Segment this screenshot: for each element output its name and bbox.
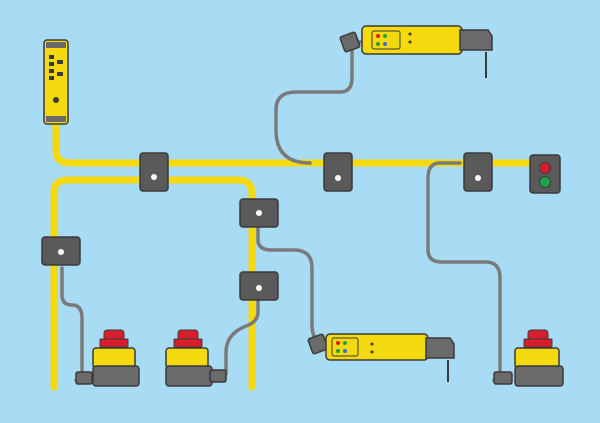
emergency-stop-1: [75, 329, 140, 387]
tee-connector-5: [239, 198, 279, 228]
bus-cable-main: [52, 118, 534, 167]
tee-connectors: [41, 152, 493, 301]
emergency-stop-2: [165, 329, 227, 387]
drop-cable-estop-1: [60, 266, 84, 382]
emergency-stop-3: [493, 329, 564, 387]
green-button-icon: [539, 176, 551, 188]
door-interlock-switch-top: [339, 25, 493, 78]
drop-cable-bottom-switch: [256, 225, 324, 344]
drop-cables: [60, 40, 502, 382]
tee-connector-1: [139, 152, 169, 192]
door-interlock-switch-bottom: [307, 333, 455, 382]
safety-controller-module: [43, 39, 69, 125]
red-button-icon: [539, 162, 551, 174]
tee-connector-3: [463, 152, 493, 192]
control-station: [529, 154, 561, 194]
tee-connector-4: [41, 236, 81, 266]
drop-cable-top-switch: [274, 40, 362, 165]
tee-connector-6: [239, 271, 279, 301]
tee-connector-2: [323, 152, 353, 192]
